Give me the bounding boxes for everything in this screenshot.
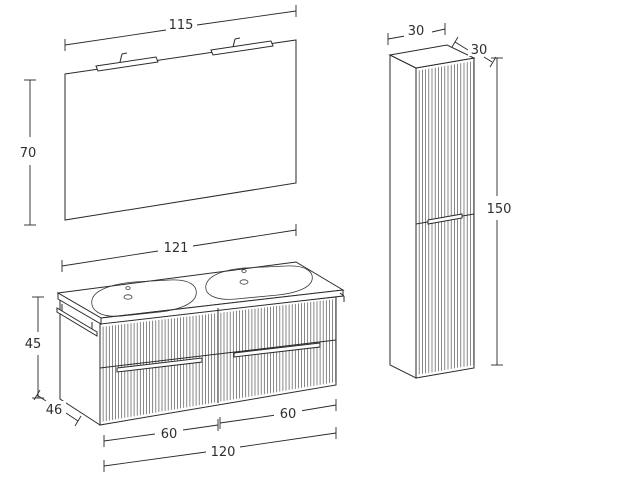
vanity-depth-label: 46	[46, 403, 63, 418]
mirror-height-label: 70	[20, 146, 37, 161]
faucet-hole-left	[125, 286, 131, 290]
mirror-width-dimension: 115	[64, 5, 297, 51]
vanity-height-label: 45	[25, 337, 42, 352]
vanity-unit	[56, 261, 345, 426]
drawer-right-width-label: 60	[280, 407, 297, 422]
column-height-label: 150	[487, 202, 512, 217]
towel-bar-left	[56, 304, 98, 337]
column-width-label: 30	[408, 24, 425, 39]
vanity-base-width-dimension: 120	[103, 427, 337, 472]
mirror-lamp-left	[95, 52, 159, 72]
column-width-dimension: 30	[387, 21, 446, 45]
mirror	[64, 37, 297, 221]
column-handle	[427, 213, 463, 225]
column-depth-label: 30	[471, 43, 488, 58]
drawer-left-width-label: 60	[161, 427, 178, 442]
mirror-lamp-right	[210, 37, 274, 56]
vanity-handle-left	[116, 357, 203, 373]
mirror-height-dimension: 70	[14, 79, 44, 226]
vanity-top-width-label: 121	[164, 241, 189, 256]
towel-bar-right	[339, 292, 345, 302]
vanity-handle-right	[233, 342, 321, 358]
basin-left	[91, 279, 197, 317]
column-depth-dimension: 30	[451, 36, 497, 68]
drawer-right-width-dimension: 60	[219, 399, 337, 429]
faucet-hole-right	[241, 269, 247, 273]
vanity-depth-dimension: 46	[33, 389, 82, 427]
column-height-dimension: 150	[484, 57, 516, 366]
drawer-left-width-dimension: 60	[103, 419, 219, 447]
vanity-base-width-label: 120	[211, 445, 236, 460]
basin-right	[205, 265, 313, 300]
vanity-top-width-dimension: 121	[61, 224, 297, 272]
mirror-width-label: 115	[169, 18, 194, 33]
tall-column	[388, 44, 476, 379]
vanity-height-dimension: 45	[20, 296, 50, 399]
